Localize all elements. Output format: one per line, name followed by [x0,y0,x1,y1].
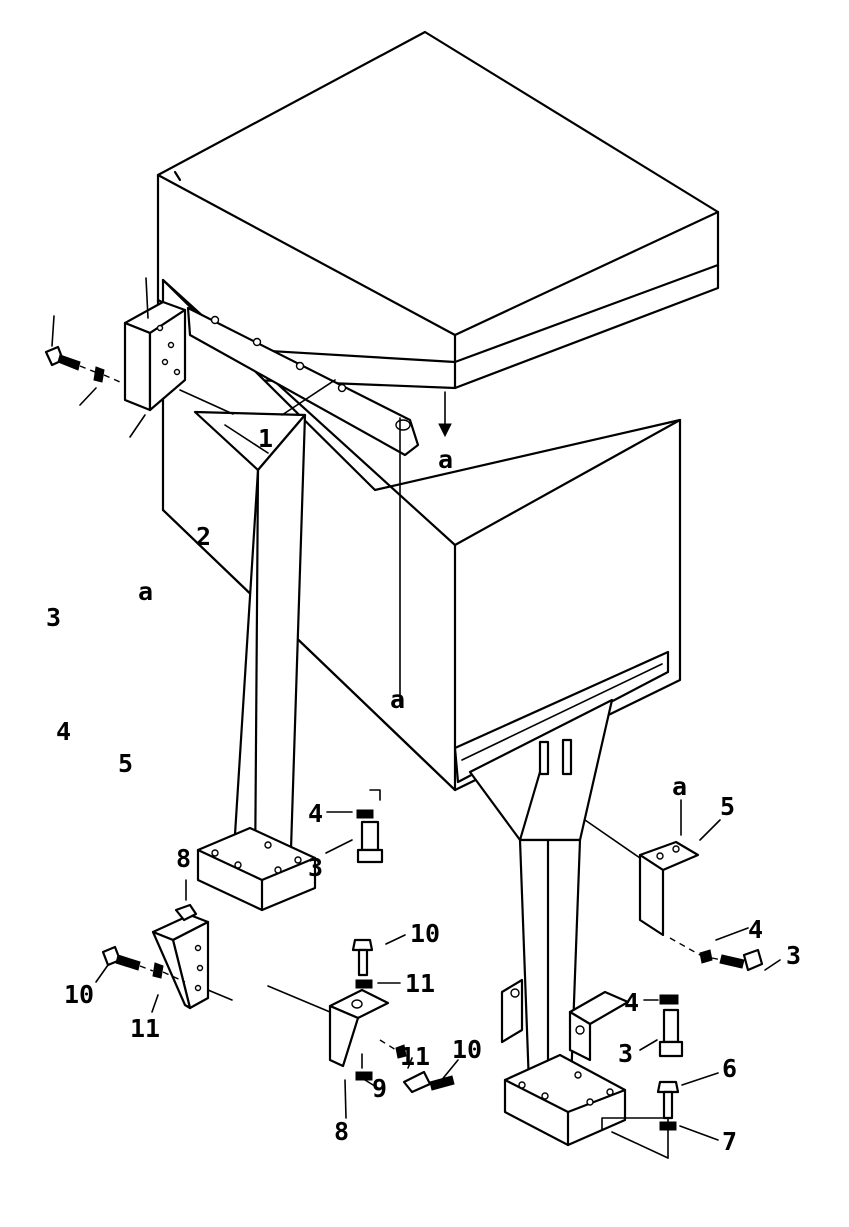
seat-frame [161,278,682,792]
callout-2: 2 [196,522,211,551]
callout-11-low: 11 [400,1042,430,1071]
callout-5-left: 5 [118,749,133,778]
bolt-far-right [656,1080,680,1131]
callout-a-top: a [438,445,453,474]
callout-3-left: 3 [46,603,61,632]
bolt-right [669,937,764,972]
callout-10-low: 10 [452,1035,482,1064]
callout-5-right: 5 [720,792,735,821]
callout-8-top: 8 [176,844,191,873]
angle-bracket-mid [267,985,390,1068]
callout-10-left: 10 [64,980,94,1009]
callout-7: 7 [722,1127,737,1156]
callout-6: 6 [722,1054,737,1083]
callout-11-left: 11 [130,1014,160,1043]
callout-4-left: 4 [56,717,71,746]
callout-8-bottom: 8 [334,1117,349,1146]
callout-11-mid: 11 [405,969,435,998]
callout-10-mid: 10 [410,919,440,948]
callout-4-right-low: 4 [624,988,639,1017]
callout-9: 9 [372,1074,387,1103]
callout-1: 1 [258,424,273,453]
bolt-right-low [658,994,684,1058]
callout-a-right: a [672,772,687,801]
left-leg [193,410,317,912]
bolt-left-low [101,945,186,983]
callout-4-right: 4 [748,915,763,944]
bolt-left [44,345,121,383]
callout-a-left: a [138,577,153,606]
callout-4-mid: 4 [308,799,323,828]
bracket-left [123,300,234,415]
bolt-mid-lower [355,1039,455,1094]
leader-lines [51,277,781,1141]
bolt-mid-upper [351,938,374,989]
callout-a-mid: a [390,685,405,714]
bracket-right [584,819,700,937]
callout-3-right-low: 3 [618,1039,633,1068]
callout-labels: 1 a 2 3 a 4 5 a 4 3 8 10 11 10 11 11 10 … [46,424,801,1156]
right-leg [468,698,669,1159]
angle-bracket-left [151,903,233,1010]
callout-3-right: 3 [786,941,801,970]
callout-3-mid: 3 [308,853,323,882]
arrow-a-top [438,391,452,438]
bolt-mid [356,789,384,864]
